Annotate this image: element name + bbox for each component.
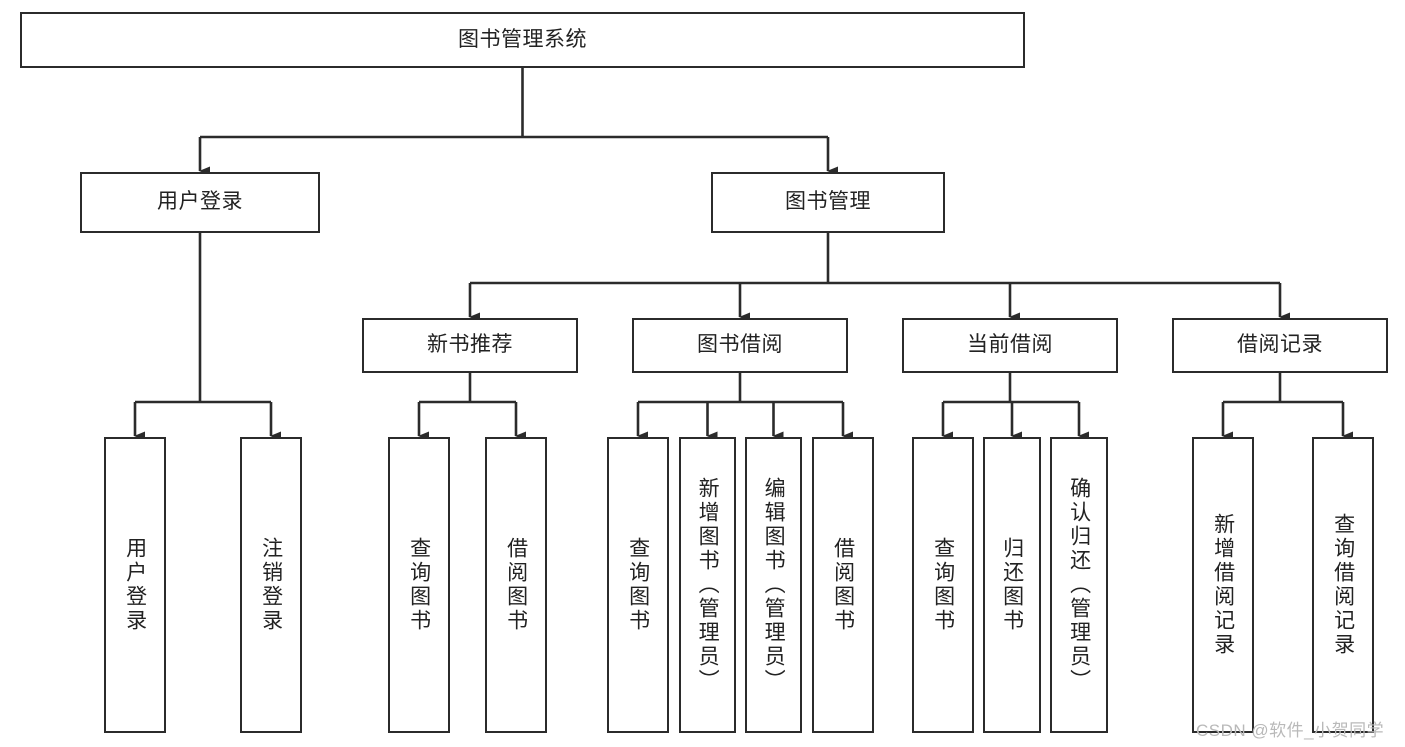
node-leaf-query-book-3[interactable]: 查询图书	[912, 437, 974, 733]
node-leaf-return-book[interactable]: 归还图书	[983, 437, 1041, 733]
node-label: 借阅图书	[504, 537, 528, 633]
node-label: 查询图书	[626, 537, 650, 633]
node-leaf-borrow-book-1[interactable]: 借阅图书	[485, 437, 547, 733]
node-records[interactable]: 借阅记录	[1172, 318, 1388, 373]
node-label: 当前借阅	[967, 333, 1053, 357]
node-current[interactable]: 当前借阅	[902, 318, 1118, 373]
node-label: 用户登录	[157, 190, 243, 214]
node-leaf-edit-book[interactable]: 编辑图书（管理员）	[745, 437, 802, 733]
node-label: 新书推荐	[427, 333, 513, 357]
node-label: 确认归还（管理员）	[1067, 477, 1091, 693]
node-label: 新增图书（管理员）	[696, 477, 720, 693]
node-newbook[interactable]: 新书推荐	[362, 318, 578, 373]
node-leaf-borrow-book-2[interactable]: 借阅图书	[812, 437, 874, 733]
node-bookmgmt[interactable]: 图书管理	[711, 172, 945, 233]
node-label: 查询图书	[931, 537, 955, 633]
node-leaf-query-book-2[interactable]: 查询图书	[607, 437, 669, 733]
node-label: 借阅图书	[831, 537, 855, 633]
node-borrow[interactable]: 图书借阅	[632, 318, 848, 373]
node-label: 借阅记录	[1237, 333, 1323, 357]
node-login[interactable]: 用户登录	[80, 172, 320, 233]
node-leaf-query-record[interactable]: 查询借阅记录	[1312, 437, 1374, 733]
node-root[interactable]: 图书管理系统	[20, 12, 1025, 68]
node-label: 归还图书	[1000, 537, 1024, 633]
node-label: 编辑图书（管理员）	[762, 477, 786, 693]
node-leaf-add-record[interactable]: 新增借阅记录	[1192, 437, 1254, 733]
node-label: 新增借阅记录	[1211, 513, 1235, 657]
node-label: 注销登录	[259, 537, 283, 633]
node-leaf-logout[interactable]: 注销登录	[240, 437, 302, 733]
node-leaf-user-login[interactable]: 用户登录	[104, 437, 166, 733]
node-label: 图书管理系统	[458, 27, 587, 51]
node-leaf-add-book[interactable]: 新增图书（管理员）	[679, 437, 736, 733]
node-label: 查询图书	[407, 537, 431, 633]
node-label: 图书借阅	[697, 333, 783, 357]
node-leaf-confirm-return[interactable]: 确认归还（管理员）	[1050, 437, 1108, 733]
node-leaf-query-book-1[interactable]: 查询图书	[388, 437, 450, 733]
node-label: 查询借阅记录	[1331, 513, 1355, 657]
node-label: 用户登录	[123, 537, 147, 633]
node-label: 图书管理	[785, 190, 871, 214]
